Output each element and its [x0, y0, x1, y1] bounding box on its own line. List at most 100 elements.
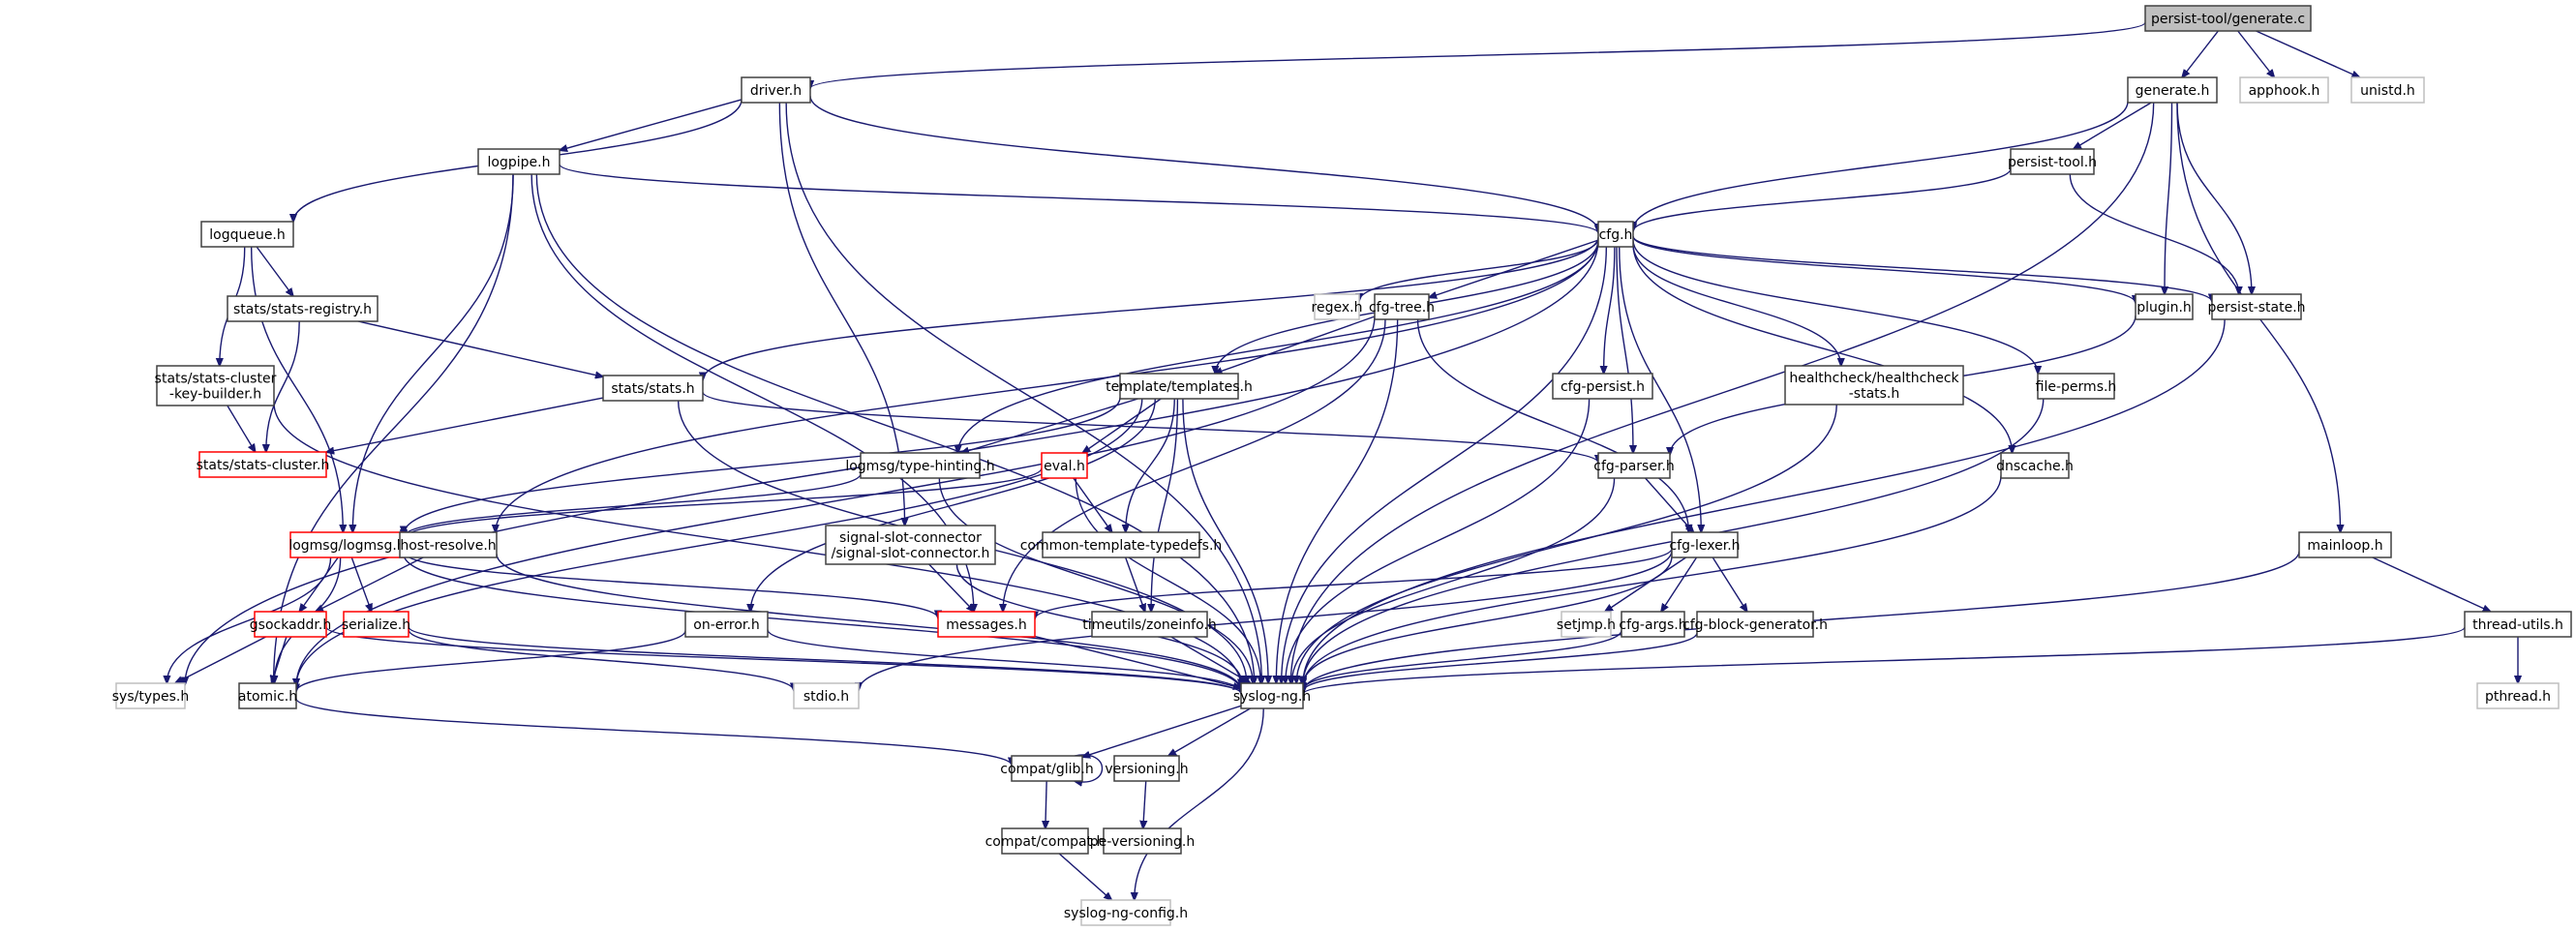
- node-dnscache-h[interactable]: dnscache.h: [1996, 452, 2074, 479]
- node-thread-utils-h[interactable]: thread-utils.h: [2464, 611, 2572, 638]
- node-box[interactable]: [1314, 293, 1360, 320]
- node-box[interactable]: [1561, 611, 1612, 638]
- node-box[interactable]: [2298, 531, 2392, 558]
- node-box[interactable]: [1080, 899, 1171, 926]
- node-box[interactable]: [2135, 293, 2194, 320]
- node-compat-glib-h[interactable]: compat/glib.h: [1000, 755, 1094, 782]
- node-box[interactable]: [115, 682, 186, 709]
- node-generate-h[interactable]: generate.h: [2127, 76, 2218, 104]
- node-box[interactable]: [1374, 293, 1430, 320]
- node-box[interactable]: [793, 682, 860, 709]
- node-cfg-persist-h[interactable]: cfg-persist.h: [1552, 373, 1653, 400]
- node-plugin-h[interactable]: plugin.h: [2135, 293, 2194, 320]
- node-host-resolve-h[interactable]: host-resolve.h: [399, 531, 498, 558]
- node-sys-types-h[interactable]: sys/types.h: [112, 682, 189, 709]
- node-signal-slot-h[interactable]: signal-slot-connector/signal-slot-connec…: [825, 525, 996, 565]
- node-common-template-typedefs-h[interactable]: common-template-typedefs.h: [1020, 531, 1223, 558]
- node-box[interactable]: [2010, 148, 2095, 175]
- node-driver-h[interactable]: driver.h: [741, 76, 811, 104]
- node-templates-h[interactable]: template/templates.h: [1106, 373, 1253, 400]
- node-gsockaddr-h[interactable]: gsockaddr.h: [250, 611, 331, 638]
- node-stats-h[interactable]: stats/stats.h: [602, 375, 704, 402]
- node-logmsg-h[interactable]: logmsg/logmsg.h: [288, 531, 406, 558]
- node-syslog-ng-h[interactable]: syslog-ng.h: [1233, 682, 1311, 709]
- node-box[interactable]: [684, 611, 769, 638]
- node-box[interactable]: [254, 611, 327, 638]
- node-box[interactable]: [1113, 755, 1180, 782]
- node-box[interactable]: [1671, 531, 1739, 558]
- node-apphook-h[interactable]: apphook.h: [2239, 76, 2329, 104]
- node-box[interactable]: [1042, 531, 1200, 558]
- node-zoneinfo-h[interactable]: timeutils/zoneinfo.h: [1082, 611, 1217, 638]
- node-cfg-h[interactable]: cfg.h: [1597, 221, 1634, 248]
- node-box[interactable]: [200, 221, 294, 248]
- node-type-hinting-h[interactable]: logmsg/type-hinting.h: [845, 452, 995, 479]
- node-box[interactable]: [227, 295, 379, 322]
- node-box[interactable]: [2000, 452, 2070, 479]
- node-regex-h[interactable]: regex.h: [1312, 293, 1363, 320]
- node-persist-state-h[interactable]: persist-state.h: [2207, 293, 2306, 320]
- node-persist-tool-h[interactable]: persist-tool.h: [2008, 148, 2097, 175]
- node-box[interactable]: [343, 611, 409, 638]
- node-file-perms-h[interactable]: file-perms.h: [2036, 373, 2117, 400]
- node-box[interactable]: [860, 452, 981, 479]
- node-box[interactable]: [477, 148, 561, 175]
- edge-gsockaddr-h-to-sys-types-h: [175, 636, 266, 683]
- node-box[interactable]: [1103, 827, 1182, 855]
- node-box[interactable]: [1119, 373, 1239, 400]
- node-box[interactable]: [1597, 452, 1671, 479]
- node-box[interactable]: [1621, 611, 1685, 638]
- node-versioning-h[interactable]: versioning.h: [1105, 755, 1189, 782]
- node-healthcheck-h[interactable]: healthcheck/healthcheck-stats.h: [1784, 365, 1964, 406]
- node-box[interactable]: [156, 365, 275, 406]
- node-box[interactable]: [2037, 373, 2115, 400]
- node-generate-c[interactable]: persist-tool/generate.c: [2144, 5, 2312, 32]
- node-cfg-args-h[interactable]: cfg-args.h: [1619, 611, 1687, 638]
- node-serialize-h[interactable]: serialize.h: [342, 611, 410, 638]
- node-pe-versioning-h[interactable]: pe-versioning.h: [1090, 827, 1195, 855]
- node-stats-cluster-h[interactable]: stats/stats-cluster.h: [197, 451, 330, 478]
- node-atomic-h[interactable]: atomic.h: [238, 682, 297, 709]
- node-cfg-block-generator-h[interactable]: cfg-block-generator.h: [1682, 611, 1828, 638]
- node-setjmp-h[interactable]: setjmp.h: [1557, 611, 1616, 638]
- node-box[interactable]: [1011, 755, 1083, 782]
- node-cfg-lexer-h[interactable]: cfg-lexer.h: [1669, 531, 1741, 558]
- node-cfg-parser-h[interactable]: cfg-parser.h: [1593, 452, 1675, 479]
- node-box[interactable]: [2144, 5, 2312, 32]
- node-box[interactable]: [1240, 682, 1304, 709]
- node-box[interactable]: [2476, 682, 2560, 709]
- node-box[interactable]: [1041, 452, 1088, 479]
- node-box[interactable]: [1696, 611, 1814, 638]
- node-on-error-h[interactable]: on-error.h: [684, 611, 769, 638]
- node-box[interactable]: [1552, 373, 1653, 400]
- node-box[interactable]: [238, 682, 297, 709]
- node-box[interactable]: [937, 611, 1036, 638]
- node-syslog-ng-config-h[interactable]: syslog-ng-config.h: [1064, 899, 1188, 926]
- node-logqueue-h[interactable]: logqueue.h: [200, 221, 294, 248]
- node-box[interactable]: [2211, 293, 2302, 320]
- node-cfg-tree-h[interactable]: cfg-tree.h: [1369, 293, 1435, 320]
- node-box[interactable]: [825, 525, 996, 565]
- node-logpipe-h[interactable]: logpipe.h: [477, 148, 561, 175]
- node-box[interactable]: [2350, 76, 2425, 104]
- node-mainloop-h[interactable]: mainloop.h: [2298, 531, 2392, 558]
- node-box[interactable]: [1091, 611, 1208, 638]
- node-messages-h[interactable]: messages.h: [937, 611, 1036, 638]
- node-compat-compat-h[interactable]: compat/compat.h: [985, 827, 1106, 855]
- node-box[interactable]: [198, 451, 327, 478]
- node-box[interactable]: [2239, 76, 2329, 104]
- node-box[interactable]: [741, 76, 811, 104]
- node-box[interactable]: [2464, 611, 2572, 638]
- node-box[interactable]: [602, 375, 704, 402]
- node-box[interactable]: [2127, 76, 2218, 104]
- node-box[interactable]: [399, 531, 498, 558]
- node-stdio-h[interactable]: stdio.h: [793, 682, 860, 709]
- node-box[interactable]: [1597, 221, 1634, 248]
- node-box[interactable]: [1001, 827, 1089, 855]
- node-stats-cluster-key-builder-h[interactable]: stats/stats-cluster-key-builder.h: [155, 365, 277, 406]
- node-unistd-h[interactable]: unistd.h: [2350, 76, 2425, 104]
- node-pthread-h[interactable]: pthread.h: [2476, 682, 2560, 709]
- node-box[interactable]: [1784, 365, 1964, 406]
- node-eval-h[interactable]: eval.h: [1041, 452, 1088, 479]
- node-stats-registry-h[interactable]: stats/stats-registry.h: [227, 295, 379, 322]
